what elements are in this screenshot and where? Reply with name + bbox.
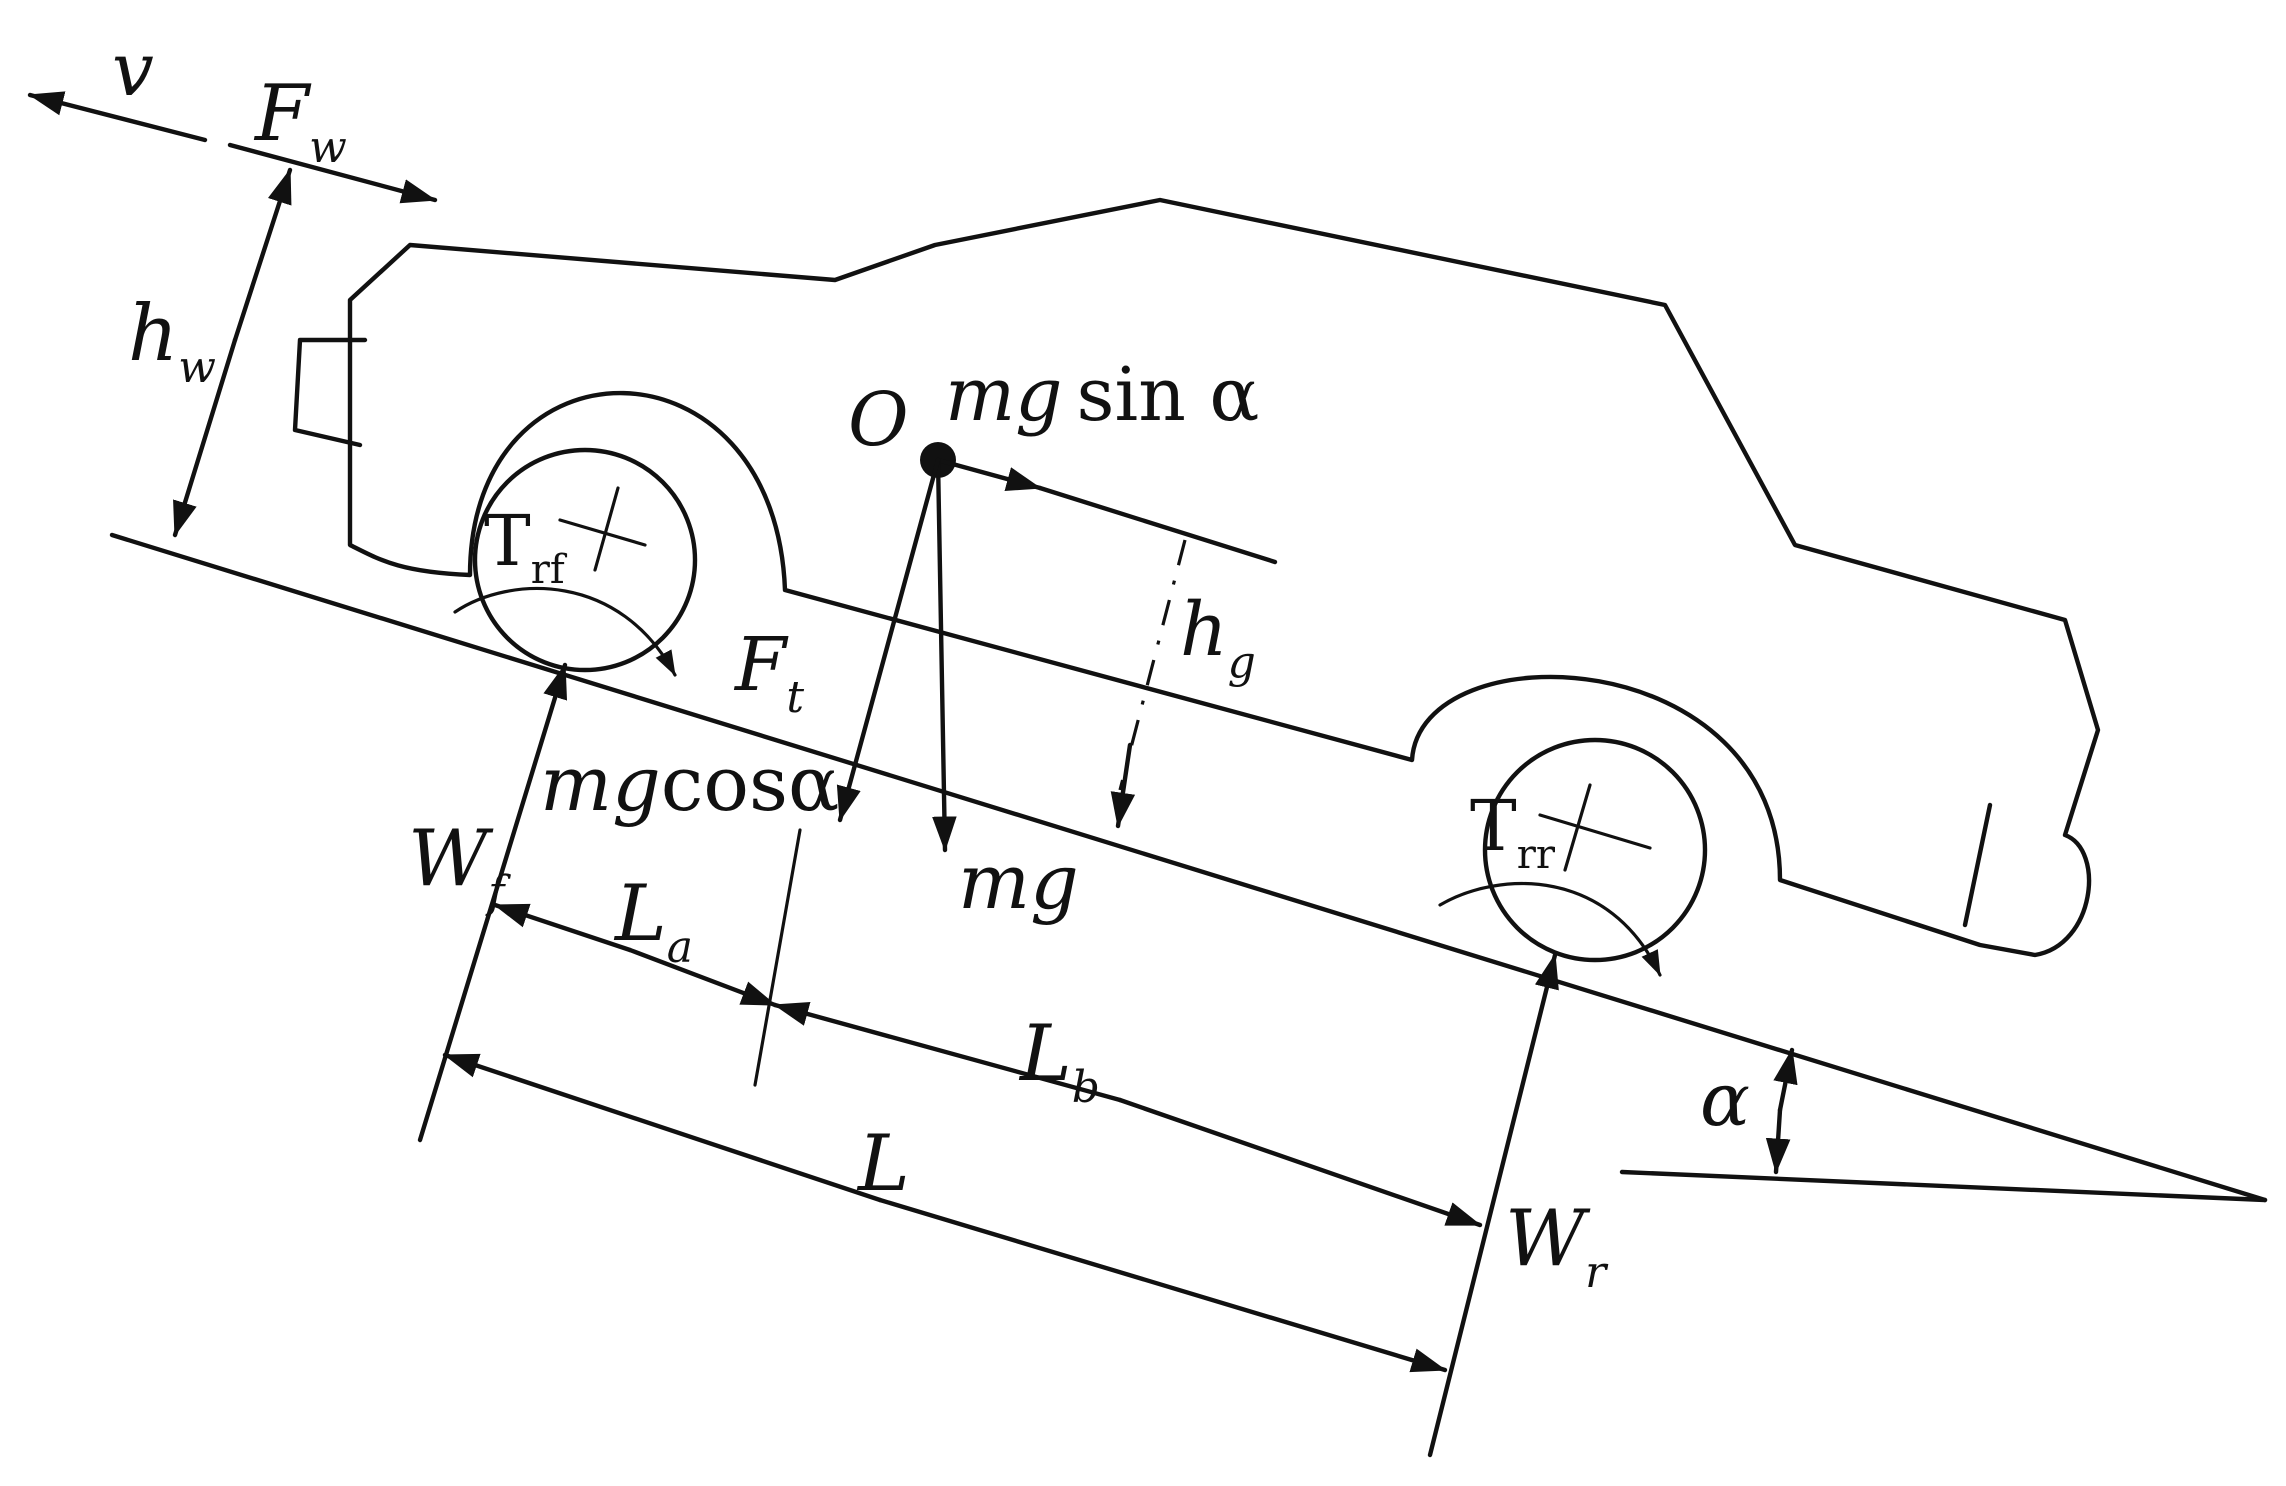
front-axle-mark-horizontal bbox=[558, 518, 647, 547]
front-wheel bbox=[472, 447, 698, 673]
hg-dimension-arrowhead bbox=[1110, 742, 1136, 829]
cog-dimension-extension-line bbox=[753, 828, 802, 1087]
rear-ground-reaction-arrow bbox=[1427, 952, 1559, 1458]
label-mg-cos-alpha: mgcosα bbox=[540, 739, 839, 828]
label-Ft: Ft bbox=[733, 622, 804, 723]
front-torque-arc-arrow bbox=[453, 586, 677, 677]
hw-dimension-arrow-down bbox=[172, 337, 238, 538]
hg-dimension-dashed-line bbox=[1118, 539, 1187, 791]
Lb-dimension-arrow-right bbox=[1117, 1097, 1483, 1228]
mg-arrow bbox=[932, 457, 957, 853]
label-Wr: Wr bbox=[1505, 1194, 1609, 1298]
label-Fw: Fw bbox=[253, 69, 347, 173]
alpha-angle-arrow-up bbox=[1773, 1047, 1798, 1113]
La-dimension-arrow-left bbox=[492, 902, 633, 953]
mg-sin-alpha-arrow bbox=[935, 457, 1043, 492]
front-axle-mark-vertical bbox=[593, 486, 620, 572]
label-Trf: Trf bbox=[484, 500, 568, 593]
rear-light bbox=[1962, 802, 1993, 928]
car-body-outline bbox=[347, 197, 2101, 958]
rear-axle-mark-horizontal bbox=[1538, 813, 1652, 850]
slope-line bbox=[109, 532, 2268, 1203]
air-resistance-arrow bbox=[227, 142, 438, 204]
label-hw: hw bbox=[128, 289, 216, 393]
label-Wf: Wf bbox=[408, 814, 511, 918]
label-v: v bbox=[112, 27, 154, 113]
front-bumper bbox=[292, 337, 368, 448]
label-alpha: α bbox=[1700, 1057, 1750, 1143]
velocity-arrow bbox=[27, 91, 208, 143]
La-dimension-arrow-right bbox=[627, 947, 778, 1008]
label-L: L bbox=[856, 1119, 910, 1209]
rear-axle-mark-vertical bbox=[1563, 783, 1592, 872]
label-O: O bbox=[848, 377, 909, 463]
sin-component-extension-line bbox=[1037, 485, 1278, 565]
mg-cos-alpha-arrow bbox=[836, 457, 941, 823]
label-mg: mg bbox=[958, 837, 1079, 926]
L-dimension-arrow-left bbox=[442, 1052, 883, 1203]
alpha-angle-arrow-down bbox=[1765, 1107, 1791, 1175]
rear-wheel bbox=[1482, 737, 1708, 963]
hw-dimension-arrow-up bbox=[232, 167, 293, 343]
label-La: La bbox=[613, 869, 693, 973]
Lb-dimension-arrow-left bbox=[772, 1001, 1123, 1103]
label-Lb: Lb bbox=[1018, 1009, 1100, 1113]
L-dimension-arrow-right bbox=[877, 1197, 1448, 1373]
label-hg: hg bbox=[1180, 587, 1256, 688]
horizontal-reference-line bbox=[1619, 1169, 2268, 1203]
label-Trr: Trr bbox=[1470, 785, 1556, 878]
rear-torque-arc-arrow bbox=[1438, 882, 1662, 977]
